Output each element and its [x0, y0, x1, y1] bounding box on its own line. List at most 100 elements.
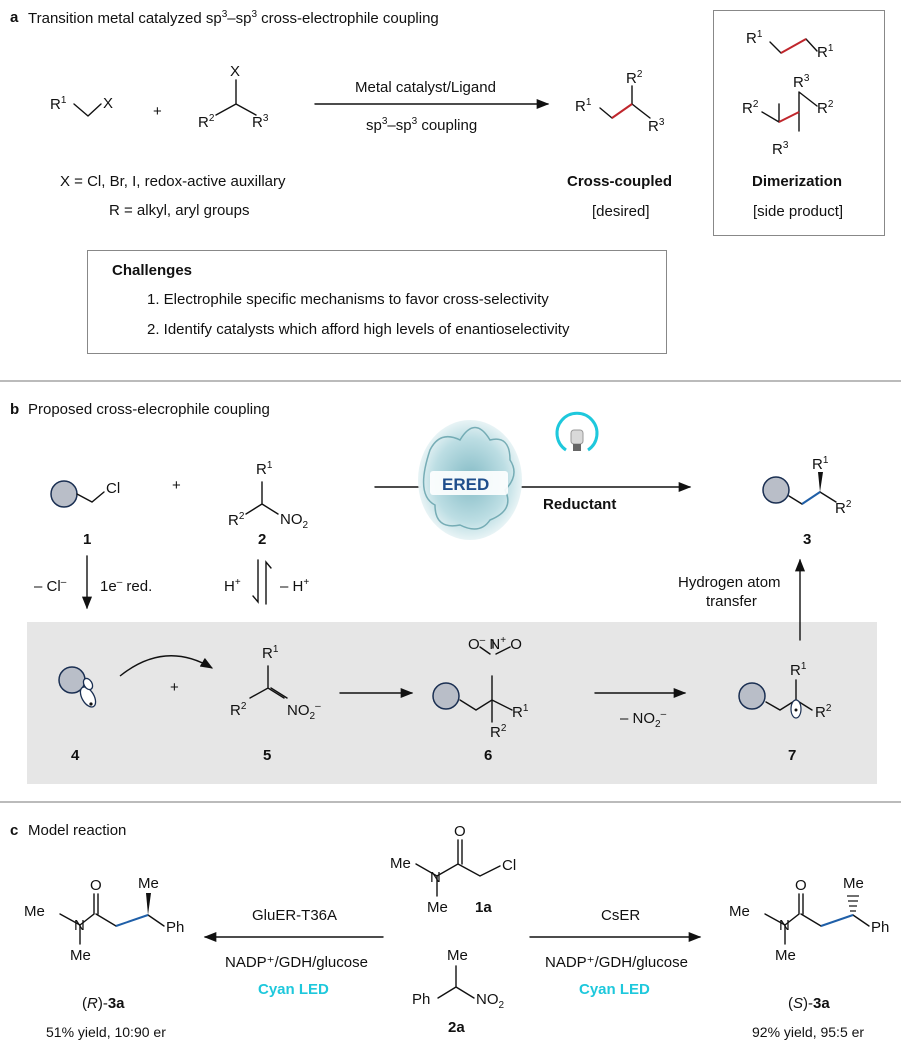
product-bond-3 — [631, 85, 651, 119]
dimerization-label: Dimerization — [752, 173, 843, 190]
challenge-1: 1. Electrophile specific mechanisms to f… — [147, 291, 549, 308]
right-product-me-top: Me — [843, 875, 864, 892]
compound5-no2: NO2– — [287, 701, 321, 722]
loss-no2: – NO2– — [620, 709, 667, 730]
panel-c-letter: c — [10, 822, 19, 839]
sm1a-o: O — [454, 823, 466, 840]
dimer1-bonds — [769, 38, 818, 54]
panel-a-title: Transition metal catalyzed sp3–sp3 cross… — [28, 9, 439, 27]
step2-deprotonation: – H+ — [280, 577, 310, 595]
left-product-label: (R)-3a — [82, 995, 125, 1012]
compound6-no2-top: O– N+ O — [468, 635, 522, 653]
compound-7-number: 7 — [788, 747, 797, 764]
compound-6-number: 6 — [484, 747, 493, 764]
right-product-me-n: Me — [729, 903, 750, 920]
step1-loss-cl: – Cl– — [34, 577, 67, 595]
dimer2-r2-left: R2 — [742, 99, 759, 117]
product3-r1: R1 — [812, 455, 829, 473]
product-r1: R1 — [575, 97, 592, 115]
right-product-result: 92% yield, 95:5 er — [752, 1024, 865, 1040]
left-product-n: N — [74, 917, 85, 934]
x-definition: X = Cl, Br, I, redox-active auxillary — [60, 173, 286, 190]
dimer2-r2-right: R2 — [817, 99, 834, 117]
plus-b: + — [172, 477, 181, 494]
right-product-me-bottom: Me — [775, 947, 796, 964]
right-product-n: N — [779, 917, 790, 934]
reactant2-r2: R2 — [198, 113, 215, 131]
compound5-r1: R1 — [262, 644, 279, 662]
sm2a-no2: NO2 — [476, 991, 505, 1011]
reactant1-x: X — [103, 95, 114, 112]
side-product-label: [side product] — [753, 203, 844, 220]
right-product-ph: Ph — [871, 919, 890, 936]
compound1-cl: Cl — [106, 480, 121, 497]
panel-b-letter: b — [10, 401, 20, 418]
compound-2-number: 2 — [258, 531, 267, 548]
left-enzyme: GluER-T36A — [252, 907, 338, 924]
desired-label: [desired] — [592, 203, 650, 220]
compound6-r2: R2 — [490, 723, 507, 741]
panel-c-title: Model reaction — [28, 822, 127, 839]
left-product-result: 51% yield, 10:90 er — [46, 1024, 166, 1040]
dimer1-r1-right: R1 — [817, 43, 834, 61]
compound7-r1: R1 — [790, 661, 807, 679]
r-definition: R = alkyl, aryl groups — [109, 202, 250, 219]
left-product-me-n: Me — [24, 903, 45, 920]
dimer2-r3-top: R3 — [793, 73, 810, 91]
reactant2-r3: R3 — [252, 113, 269, 131]
right-cofactor: NADP⁺/GDH/glucose — [545, 954, 688, 971]
left-product-ph: Ph — [166, 919, 185, 936]
right-enzyme: CsER — [601, 907, 641, 924]
compound-5-number: 5 — [263, 747, 272, 764]
sm1a-me-bottom: Me — [427, 899, 448, 916]
left-product-o: O — [90, 877, 102, 894]
panel-b-title: Proposed cross-elecrophile coupling — [28, 401, 270, 418]
sm2a-me: Me — [447, 947, 468, 964]
right-product-label: (S)-3a — [788, 995, 830, 1012]
compound-4-number: 4 — [71, 747, 80, 764]
challenge-2: 2. Identify catalysts which afford high … — [147, 321, 570, 338]
left-cofactor: NADP⁺/GDH/glucose — [225, 954, 368, 971]
lightbulb-icon — [555, 411, 599, 452]
compound2-r2: R2 — [228, 511, 245, 529]
compound-2a-number: 2a — [448, 1019, 465, 1036]
reductant-label: Reductant — [543, 496, 617, 513]
challenges-box — [87, 250, 667, 354]
step2-protonation: H+ — [224, 577, 241, 595]
reactant2-bonds — [215, 79, 257, 116]
compound7-r2: R2 — [815, 703, 832, 721]
step1-reduction: 1e– red. — [100, 577, 153, 595]
product-r2: R2 — [626, 69, 643, 87]
compound6-r1: R1 — [512, 703, 529, 721]
sm1a-n: N — [430, 869, 441, 886]
product-r3: R3 — [648, 117, 665, 135]
reactant1-bonds — [73, 103, 102, 117]
ered-enzyme-image — [418, 420, 522, 540]
compound-1-number: 1 — [83, 531, 92, 548]
reactant1-r1: R1 — [50, 95, 67, 113]
dimer1-r1-left: R1 — [746, 29, 763, 47]
left-light: Cyan LED — [258, 981, 329, 998]
product-bond-1 — [599, 107, 613, 119]
hat-line1: Hydrogen atom — [678, 574, 781, 591]
ered-label: ERED — [442, 475, 490, 494]
compound-1a-number: 1a — [475, 899, 492, 916]
plus-b2: + — [170, 679, 179, 696]
right-product-o: O — [795, 877, 807, 894]
compound2-no2: NO2 — [280, 511, 309, 531]
dimer2-r3-bottom: R3 — [772, 140, 789, 158]
product3-r2: R2 — [835, 499, 852, 517]
sm2a-ph: Ph — [412, 991, 431, 1008]
reactant2-x: X — [230, 63, 241, 80]
challenges-title: Challenges — [112, 262, 193, 279]
cross-coupled-label: Cross-coupled — [567, 173, 673, 190]
hat-line2: transfer — [706, 593, 757, 610]
left-product-me-bottom: Me — [70, 947, 91, 964]
compound-3-number: 3 — [803, 531, 812, 548]
dimerization-box — [713, 10, 885, 236]
plus-a: + — [153, 103, 162, 120]
left-product-me-top: Me — [138, 875, 159, 892]
right-light: Cyan LED — [579, 981, 650, 998]
panel-a-letter: a — [10, 9, 19, 26]
